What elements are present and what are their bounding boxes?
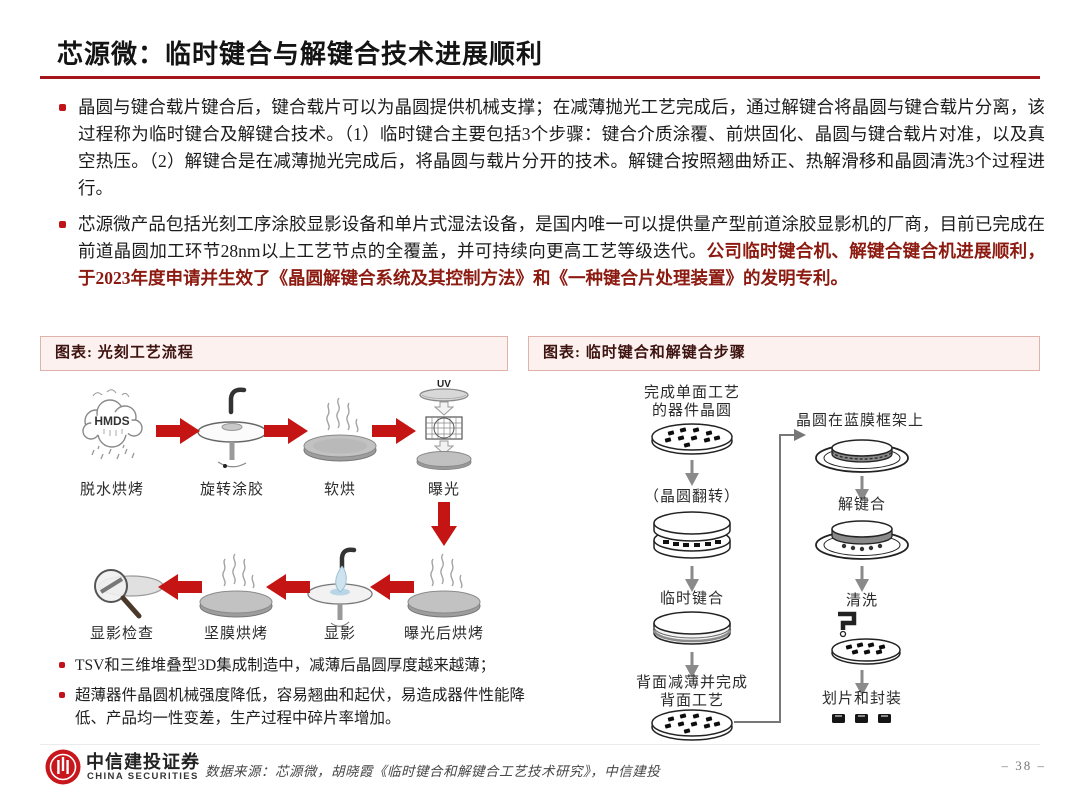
bullet-text: 晶圆与键合载片键合后，键合载片可以为晶圆提供机械支撑；在减薄抛光工艺完成后，通过… (78, 97, 1045, 198)
figure-notes: TSV和三维堆叠型3D集成制造中，减薄后晶圆厚度越来越薄； 超薄器件晶圆机械强度… (57, 654, 525, 737)
citic-logo-icon (45, 749, 81, 785)
brand-name-en: CHINA SECURITIES (87, 771, 199, 782)
data-source: 数据来源：芯源微，胡晓霞《临时键合和解键合工艺技术研究》，中信建投 (205, 764, 661, 779)
flow-label: 完成单面工艺 的器件晶圆 (643, 385, 741, 419)
bullet-paragraph: 芯源微产品包括光刻工序涂胶显影设备和单片式湿法设备，是国内唯一可以提供量产型前道… (57, 211, 1045, 292)
note-item: 超薄器件晶圆机械强度降低，容易翘曲和起伏，易造成器件性能降低、产品均一性变差，生… (57, 684, 525, 730)
figure-bonding-flow: 完成单面工艺 的器件晶圆 （晶圆翻转） (530, 378, 1040, 741)
flow-label: 晶圆在蓝膜框架上 (795, 413, 925, 429)
develop-icon (307, 547, 373, 627)
dehydration-bake-icon: HMDS (82, 389, 143, 460)
flow-label: 临时键合 (659, 591, 725, 607)
step-label: 脱水烘烤 (79, 482, 145, 498)
title-divider (40, 76, 1040, 79)
note-item: TSV和三维堆叠型3D集成制造中，减薄后晶圆厚度越来越薄； (57, 654, 525, 677)
figure-litho-flow: HMDS UV (40, 378, 510, 650)
bonded-wafer-icon (652, 611, 732, 645)
step-label: 曝光 (427, 482, 461, 498)
step-label: 显影 (323, 626, 357, 642)
device-wafer-icon (651, 423, 733, 455)
hard-bake-icon (199, 553, 273, 618)
flow-label: （晶圆翻转） (643, 489, 741, 505)
bullet-dot-icon (59, 692, 65, 698)
thinned-wafer-icon (651, 709, 733, 741)
arrow-left-icon (266, 574, 310, 600)
arrow-right-icon (156, 418, 200, 444)
hmds-label: HMDS (94, 414, 129, 428)
flow-label: 解键合 (837, 497, 887, 513)
arrow-right-icon (264, 418, 308, 444)
film-frame-wafer-icon (815, 439, 909, 473)
post-exposure-bake-icon (407, 553, 481, 618)
step-label: 显影检查 (89, 626, 155, 642)
flow-arrow-icon (685, 460, 699, 486)
diced-chips-icon (832, 714, 891, 723)
body-bullets: 晶圆与键合载片键合后，键合载片可以为晶圆提供机械支撑；在减薄抛光工艺完成后，通过… (57, 94, 1045, 301)
bullet-paragraph: 晶圆与键合载片键合后，键合载片可以为晶圆提供机械支撑；在减薄抛光工艺完成后，通过… (57, 94, 1045, 202)
bullet-dot-icon (59, 662, 65, 668)
step-label: 曝光后烘烤 (403, 626, 485, 642)
flow-label: 清洗 (845, 593, 879, 609)
figure-right-header: 图表: 临时键合和解键合步骤 (528, 336, 1040, 371)
page-title: 芯源微：临时键合与解键合技术进展顺利 (57, 40, 544, 69)
spin-coating-icon (197, 387, 267, 468)
flow-label: 背面减薄并完成 背面工艺 (635, 675, 749, 709)
arrow-down-icon (431, 502, 457, 546)
footer-divider (40, 744, 1040, 745)
soft-bake-icon (303, 397, 377, 462)
arrow-left-icon (158, 574, 202, 600)
arrow-left-icon (370, 574, 414, 600)
bullet-text: 芯源微产品包括光刻工序涂胶显影设备和单片式湿法设备，是国内唯一可以提供量产型前道… (78, 214, 1045, 261)
bullet-dot-icon (59, 221, 66, 228)
flipped-stack-icon (653, 511, 731, 559)
flow-label: 划片和封装 (821, 691, 903, 707)
arrow-right-icon (372, 418, 416, 444)
flow-arrow-icon (855, 670, 869, 696)
page-number: – 38 – (1001, 758, 1046, 773)
bullet-dot-icon (59, 104, 66, 111)
note-text: TSV和三维堆叠型3D集成制造中，减薄后晶圆厚度越来越薄； (75, 657, 496, 674)
flow-arrow-icon (685, 566, 699, 592)
flow-arrow-icon (685, 652, 699, 678)
figure-left-header: 图表: 光刻工艺流程 (40, 336, 508, 371)
exposure-icon: UV (416, 379, 472, 470)
debonded-wafer-icon (815, 520, 909, 560)
bullet-text-emphasis: 公司临时键合机、解键合键合机进展顺利，于2023年度申请并生效了《晶圆解键合系统… (78, 241, 1045, 288)
note-text: 超薄器件晶圆机械强度降低，容易翘曲和起伏，易造成器件性能降低、产品均一性变差，生… (75, 687, 525, 727)
cleaning-icon (831, 611, 901, 665)
step-label: 旋转涂胶 (199, 482, 265, 498)
step-label: 软烘 (323, 482, 357, 498)
flow-arrow-icon (855, 476, 869, 502)
flow-arrow-icon (855, 566, 869, 592)
connector-line (734, 429, 806, 723)
uv-label: UV (437, 379, 451, 390)
inspection-icon (94, 569, 164, 619)
brand-name-cn: 中信建投证券 (86, 752, 200, 772)
step-label: 坚膜烘烤 (203, 626, 269, 642)
